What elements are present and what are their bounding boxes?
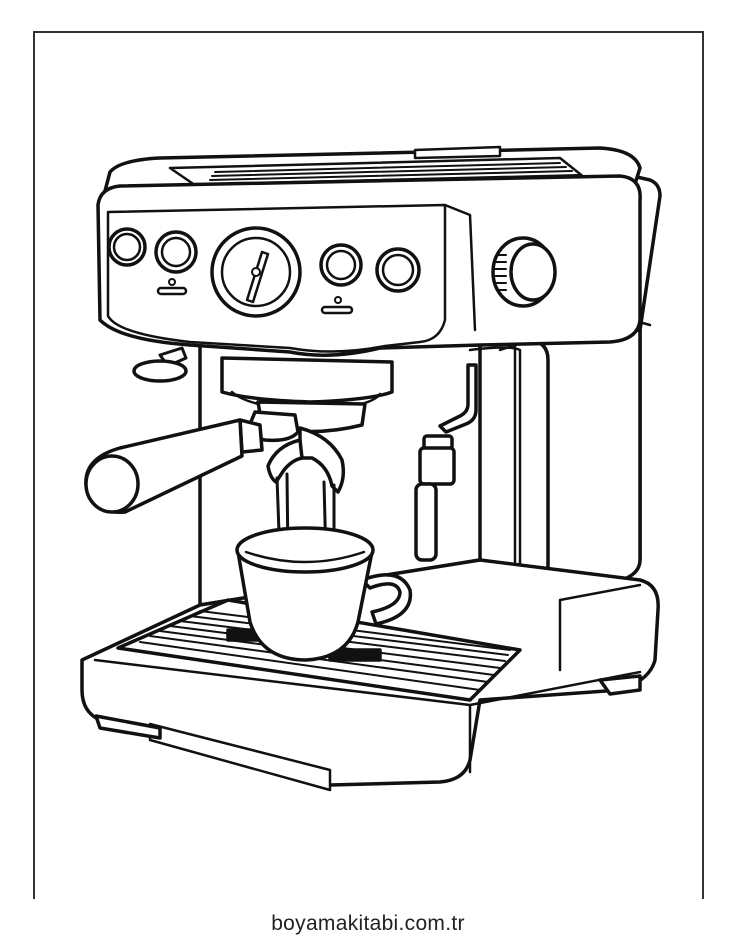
control-buttons [107, 227, 421, 315]
group-head [220, 356, 394, 434]
pressure-gauge [210, 226, 302, 318]
drip-tray-base [80, 558, 660, 792]
steam-wand [414, 363, 478, 562]
footer-site-url[interactable]: boyamakitabi.com.tr [271, 912, 465, 935]
coffee-cup [235, 526, 413, 662]
portafilter [84, 410, 346, 514]
side-lever [132, 346, 188, 383]
steam-knob [491, 236, 557, 308]
page-border [33, 31, 704, 899]
